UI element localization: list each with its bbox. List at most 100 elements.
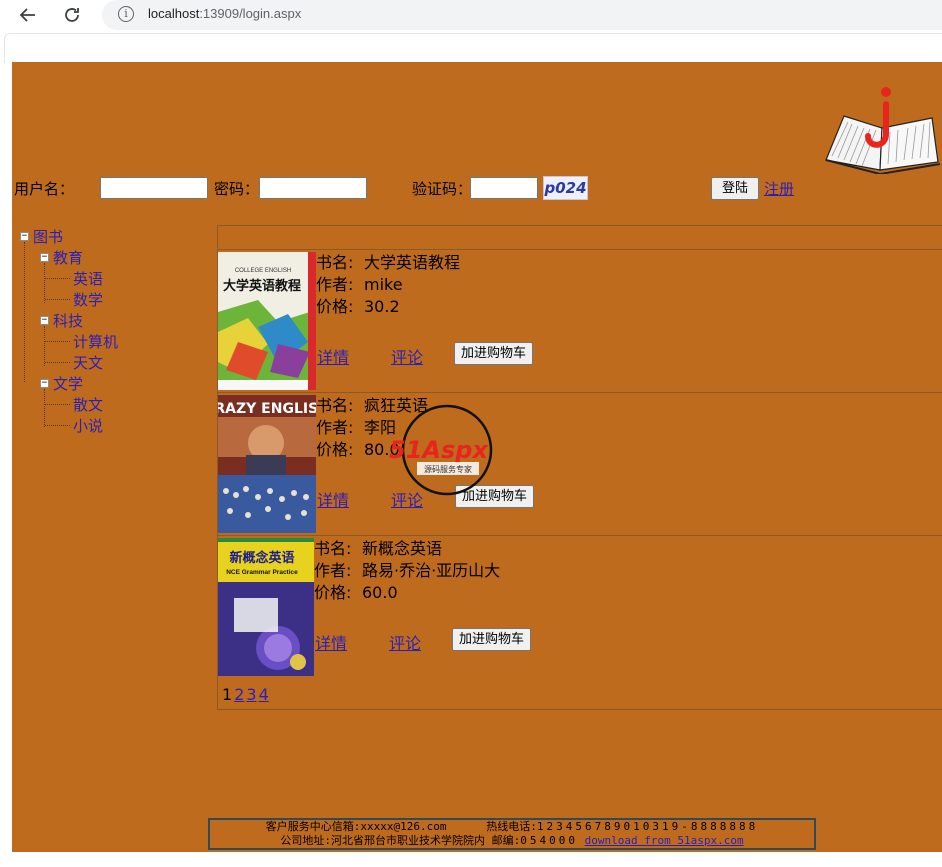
username-label: 用户名： [14, 180, 75, 198]
detail-link[interactable]: 详情 [317, 491, 350, 510]
footer-hotline-label: 热线电话: [486, 820, 537, 833]
info-icon[interactable]: i [118, 6, 134, 22]
book-author-label: 作者: [316, 275, 354, 294]
add-to-cart-button[interactable]: 加进购物车 [452, 628, 532, 651]
add-to-cart-button[interactable]: 加进购物车 [454, 342, 534, 365]
register-link[interactable]: 注册 [764, 180, 795, 198]
book-row: 新概念英语 NCE Grammar Practice 书名: 新概念英语 作者: 路… [218, 535, 942, 677]
tree-node-leaf[interactable]: 计算机 [73, 333, 119, 351]
download-link[interactable]: download from 51aspx.com [584, 834, 744, 847]
footer-zip: 054000 [520, 834, 579, 847]
tree-node-root[interactable]: 图书 [33, 228, 64, 246]
tree-node-leaf[interactable]: 天文 [73, 354, 104, 372]
book-price-label: 价格: [316, 440, 354, 459]
book-price: 80.0 [364, 440, 400, 459]
cover-subtitle: COLLEGE ENGLISH [235, 268, 291, 274]
book-price: 30.2 [364, 297, 400, 316]
tree-line [45, 341, 70, 342]
book-name-label: 书名: [316, 396, 354, 415]
reload-button[interactable] [59, 2, 85, 28]
login-bar: 用户名： 密码： 验证码： p024 登陆 注册 [12, 175, 942, 201]
page-link[interactable]: 3 [246, 685, 257, 704]
book-row: COLLEGE ENGLISH 大学英语教程 书名: 大学英语教程 作者: mike… [218, 249, 942, 391]
captcha-image: p024 [543, 176, 588, 200]
book-price: 60.0 [362, 583, 398, 602]
tree-line [44, 326, 45, 366]
username-input[interactable] [100, 177, 208, 199]
tree-line [44, 263, 45, 303]
page-content: 用户名： 密码： 验证码： p024 登陆 注册 − 图书 − 教育 英语 数学… [12, 62, 942, 852]
page-link[interactable]: 2 [234, 685, 245, 704]
password-input[interactable] [259, 177, 367, 199]
footer-email: xxxxx@126.com [360, 820, 447, 833]
browser-toolbar: i localhost:13909/login.aspx [0, 0, 942, 30]
tree-node-group[interactable]: 教育 [53, 249, 84, 267]
tree-node-leaf[interactable]: 散文 [73, 396, 104, 414]
login-button[interactable]: 登陆 [711, 177, 759, 200]
book-info: 书名:疯狂英语 作者:李阳 价格:80.0 [316, 395, 428, 461]
cover-title: CRAZY ENGLISH [218, 401, 316, 417]
book-name-label: 书名: [314, 539, 352, 558]
collapse-icon[interactable]: − [20, 231, 29, 241]
tree-line [45, 425, 70, 426]
cover-title: 大学英语教程 [223, 278, 301, 294]
tree-node-group[interactable]: 文学 [53, 375, 84, 393]
collapse-icon[interactable]: − [40, 252, 49, 262]
tree-line [45, 404, 70, 405]
tree-line [44, 389, 45, 427]
tree-node-leaf[interactable]: 小说 [73, 417, 104, 435]
book-author-label: 作者: [314, 561, 352, 580]
site-footer: 客户服务中心信箱:xxxxx@126.com 热线电话:123456789010… [208, 818, 816, 850]
add-to-cart-button[interactable]: 加进购物车 [455, 485, 535, 508]
back-button[interactable] [15, 2, 41, 28]
tree-node-leaf[interactable]: 英语 [73, 270, 104, 288]
footer-zip-label: 邮编: [491, 834, 521, 847]
book-info: 书名: 新概念英语 作者: 路易·乔治·亚历山大 价格: 60.0 [314, 538, 500, 604]
book-price-label: 价格: [314, 583, 352, 602]
watermark-brand: 51Aspx [389, 436, 489, 464]
book-name: 疯狂英语 [364, 396, 429, 415]
book-row: CRAZY ENGLISH 书名:疯狂英语 作者:李阳 价格:80.0 详情 评… [218, 392, 942, 534]
cover-title: 新概念英语 [229, 550, 294, 566]
comment-link[interactable]: 评论 [391, 348, 424, 367]
51aspx-watermark-logo: 51Aspx 源码服务专家 [389, 404, 493, 496]
book-name: 新概念英语 [362, 539, 443, 558]
address-bar[interactable]: i localhost:13909/login.aspx [102, 0, 942, 30]
footer-address-label: 公司地址: [280, 834, 332, 847]
comment-link[interactable]: 评论 [389, 634, 422, 653]
collapse-icon[interactable]: − [40, 315, 49, 325]
tree-line [24, 242, 25, 382]
footer-address: 河北省邢台市职业技术学院院内 [331, 834, 486, 847]
detail-link[interactable]: 详情 [317, 348, 350, 367]
arrow-left-icon [19, 8, 35, 22]
book-name-label: 书名: [316, 253, 354, 272]
category-tree: − 图书 − 教育 英语 数学 − 科技 计算机 天文 − 文学 散文 小说 [12, 226, 212, 436]
book-author-label: 作者: [316, 418, 354, 437]
book-cover-image[interactable]: 新概念英语 NCE Grammar Practice [218, 538, 316, 676]
book-cover-image[interactable]: COLLEGE ENGLISH 大学英语教程 [218, 252, 316, 390]
footer-hotline: 123456789010319-8888888 [536, 820, 759, 833]
book-price-label: 价格: [316, 297, 354, 316]
tree-line [45, 362, 70, 363]
url-text: localhost:13909/login.aspx [148, 6, 302, 21]
book-cover-image[interactable]: CRAZY ENGLISH [218, 395, 316, 533]
tree-line [45, 278, 70, 279]
viewport-top [4, 33, 942, 63]
book-name: 大学英语教程 [364, 253, 461, 272]
book-author: mike [364, 275, 403, 294]
detail-link[interactable]: 详情 [315, 634, 348, 653]
collapse-icon[interactable]: − [40, 378, 49, 388]
captcha-label: 验证码： [412, 180, 473, 198]
book-info: 书名: 大学英语教程 作者: mike 价格: 30.2 [316, 252, 460, 318]
tree-line [45, 299, 70, 300]
page-link[interactable]: 4 [258, 685, 269, 704]
book-author: 路易·乔治·亚历山大 [362, 561, 501, 580]
tree-node-leaf[interactable]: 数学 [73, 291, 104, 309]
tree-node-group[interactable]: 科技 [53, 312, 84, 330]
cover-subtitle: NCE Grammar Practice [226, 569, 298, 576]
comment-link[interactable]: 评论 [391, 491, 424, 510]
book-logo-icon [825, 87, 941, 174]
footer-email-label: 客户服务中心信箱: [265, 820, 361, 833]
captcha-input[interactable] [470, 177, 538, 199]
